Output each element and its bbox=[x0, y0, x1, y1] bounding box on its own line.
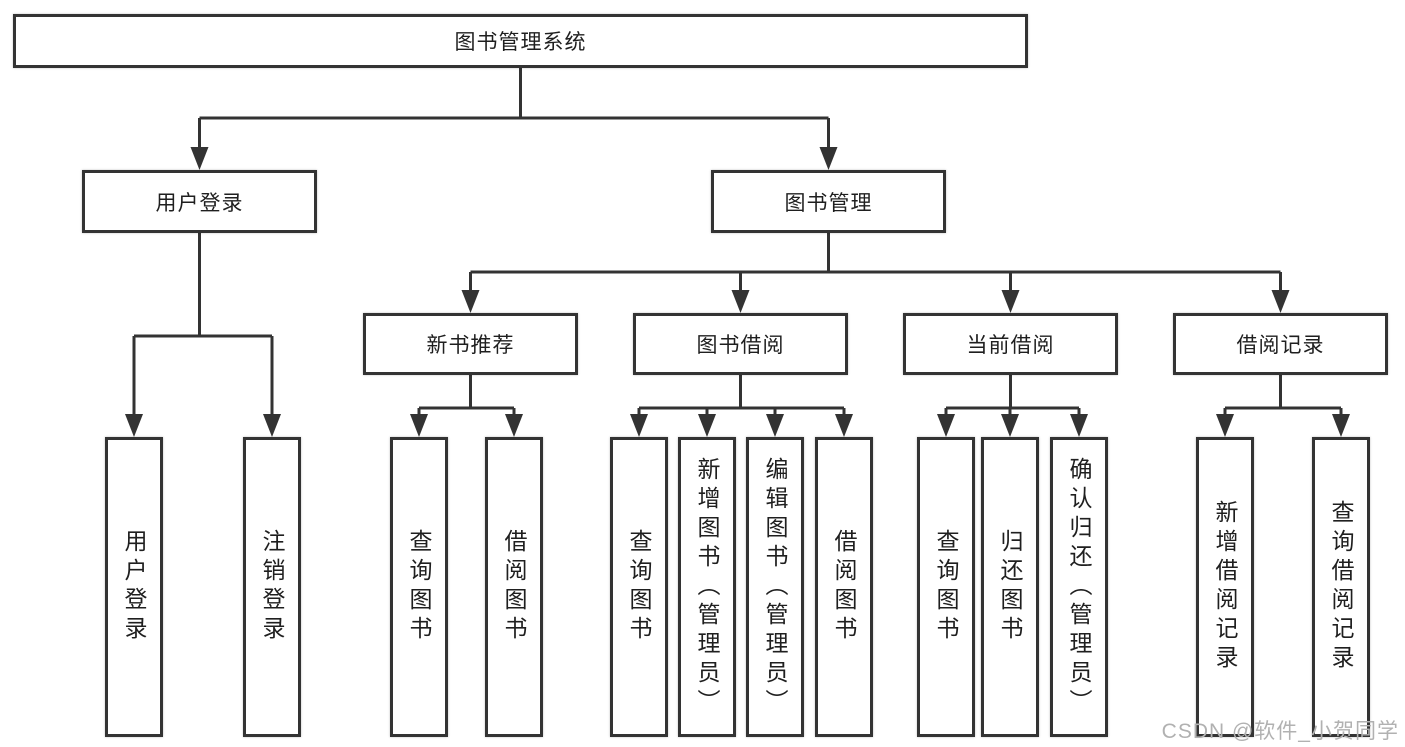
node-br-query-record: 查询借阅记录 bbox=[1312, 437, 1370, 737]
arrowhead bbox=[766, 414, 784, 437]
arrowhead bbox=[937, 414, 955, 437]
node-cb-confirm-return-admin: 确认归还（管理员） bbox=[1050, 437, 1108, 737]
node-root-system: 图书管理系统 bbox=[13, 14, 1028, 68]
connector-book-borrow-to-leaves bbox=[630, 375, 853, 437]
connector-root-to-level2 bbox=[190, 68, 838, 170]
node-current-borrowing: 当前借阅 bbox=[903, 313, 1118, 375]
arrowhead bbox=[819, 147, 838, 170]
connector-book-mgmt-to-level3 bbox=[461, 233, 1290, 313]
arrowhead bbox=[698, 414, 716, 437]
node-bb-add-book-admin: 新增图书（管理员） bbox=[678, 437, 736, 737]
node-bb-query-books: 查询图书 bbox=[610, 437, 668, 737]
arrowhead bbox=[125, 414, 143, 437]
arrowhead bbox=[835, 414, 853, 437]
node-user-login-leaf: 用户登录 bbox=[105, 437, 163, 737]
arrowhead bbox=[1001, 290, 1020, 313]
node-bb-edit-book-admin: 编辑图书（管理员） bbox=[746, 437, 804, 737]
arrowhead bbox=[505, 414, 523, 437]
csdn-watermark: CSDN @软件_小贺同学 bbox=[1161, 720, 1399, 743]
connector-user-login-to-leaves bbox=[125, 233, 281, 437]
arrowhead bbox=[410, 414, 428, 437]
node-br-add-record: 新增借阅记录 bbox=[1196, 437, 1254, 737]
node-nbr-query-books: 查询图书 bbox=[390, 437, 448, 737]
node-borrowing-records: 借阅记录 bbox=[1173, 313, 1388, 375]
arrowhead bbox=[1271, 290, 1290, 313]
arrowhead bbox=[1001, 414, 1019, 437]
node-logout-leaf: 注销登录 bbox=[243, 437, 301, 737]
node-cb-query-books: 查询图书 bbox=[917, 437, 975, 737]
arrowhead bbox=[190, 147, 209, 170]
arrowhead bbox=[263, 414, 281, 437]
arrowhead bbox=[731, 290, 750, 313]
node-bb-borrow-books: 借阅图书 bbox=[815, 437, 873, 737]
node-user-login: 用户登录 bbox=[82, 170, 317, 233]
connector-new-book-rec-to-leaves bbox=[410, 375, 523, 437]
node-nbr-borrow-books: 借阅图书 bbox=[485, 437, 543, 737]
node-book-borrowing: 图书借阅 bbox=[633, 313, 848, 375]
node-new-book-recommend: 新书推荐 bbox=[363, 313, 578, 375]
arrowhead bbox=[630, 414, 648, 437]
connector-current-borrow-to-leaves bbox=[937, 375, 1088, 437]
arrowhead bbox=[1216, 414, 1234, 437]
node-book-management: 图书管理 bbox=[711, 170, 946, 233]
arrowhead bbox=[1070, 414, 1088, 437]
connector-borrow-records-to-leaves bbox=[1216, 375, 1350, 437]
arrowhead bbox=[461, 290, 480, 313]
node-cb-return-books: 归还图书 bbox=[981, 437, 1039, 737]
arrowhead bbox=[1332, 414, 1350, 437]
